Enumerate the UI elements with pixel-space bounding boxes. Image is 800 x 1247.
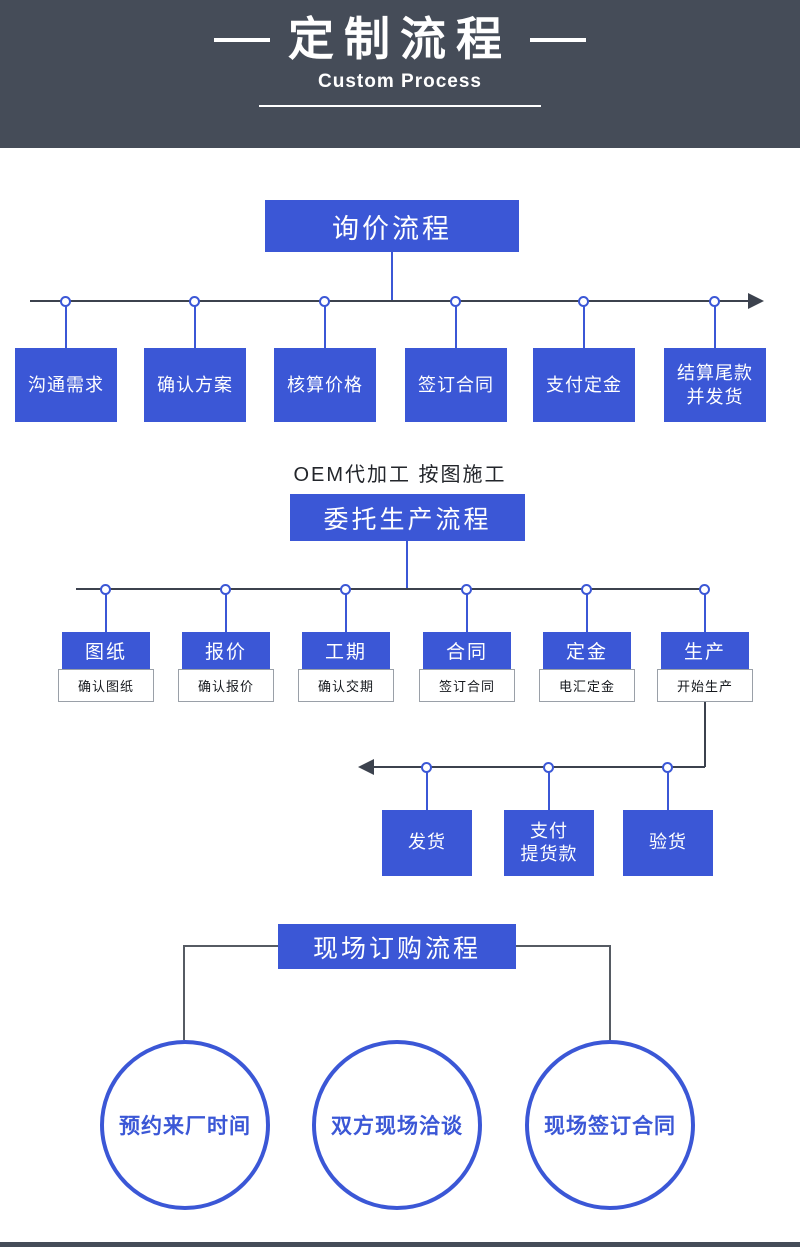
connector-line [714,306,716,348]
oem-step-detail: 确认交期 [298,669,394,702]
shipping-line [374,766,705,768]
shipping-step-box: 发货 [382,810,472,876]
onsite-circle-2: 双方现场洽谈 [312,1040,482,1210]
connector-line [548,772,550,810]
connector-line [105,594,107,632]
inquiry-step-box: 沟通需求 [15,348,117,422]
inquiry-title-box: 询价流程 [265,200,519,252]
oem-step-box: 图纸 [62,632,150,669]
connector-line [609,945,611,1040]
connector-line [516,945,610,947]
title-right-line [530,37,586,42]
connector-line [586,594,588,632]
connector-line [391,252,393,300]
inquiry-timeline [30,300,752,302]
oem-step-box: 生产 [661,632,749,669]
connector-line [667,772,669,810]
subtitle-underline [259,105,541,108]
footer-divider [0,1242,800,1247]
oem-step-detail: 开始生产 [657,669,753,702]
inquiry-step-box: 支付定金 [533,348,635,422]
connector-line [466,594,468,632]
oem-step-detail: 电汇定金 [539,669,635,702]
connector-line [455,306,457,348]
oem-step-detail: 确认报价 [178,669,274,702]
arrow-right-icon [748,293,764,309]
page-title: 定制流程 [288,13,512,65]
connector-line [324,306,326,348]
connector-line [65,306,67,348]
oem-title-box: 委托生产流程 [290,494,525,541]
arrow-left-icon [358,759,374,775]
connector-line [704,702,706,767]
connector-line [704,594,706,632]
oem-timeline [76,588,706,590]
connector-line [583,306,585,348]
connector-line [406,541,408,588]
oem-step-detail: 确认图纸 [58,669,154,702]
title-row: 定制流程 [214,12,586,67]
inquiry-step-box: 确认方案 [144,348,246,422]
oem-step-detail: 签订合同 [419,669,515,702]
oem-step-box: 定金 [543,632,631,669]
oem-step-box: 合同 [423,632,511,669]
connector-line [184,945,278,947]
inquiry-step-box: 签订合同 [405,348,507,422]
onsite-title-box: 现场订购流程 [278,924,516,969]
onsite-circle-1: 预约来厂时间 [100,1040,270,1210]
inquiry-step-box: 结算尾款 并发货 [664,348,766,422]
shipping-step-box: 验货 [623,810,713,876]
connector-line [225,594,227,632]
title-left-line [214,37,270,42]
connector-line [183,945,185,1040]
connector-line [194,306,196,348]
connector-line [426,772,428,810]
oem-step-box: 工期 [302,632,390,669]
header-banner: 定制流程 Custom Process [0,0,800,148]
onsite-circle-3: 现场签订合同 [525,1040,695,1210]
connector-line [345,594,347,632]
shipping-step-box: 支付 提货款 [504,810,594,876]
page-subtitle: Custom Process [318,71,482,93]
oem-caption: OEM代加工 按图施工 [293,464,507,486]
inquiry-step-box: 核算价格 [274,348,376,422]
oem-step-box: 报价 [182,632,270,669]
